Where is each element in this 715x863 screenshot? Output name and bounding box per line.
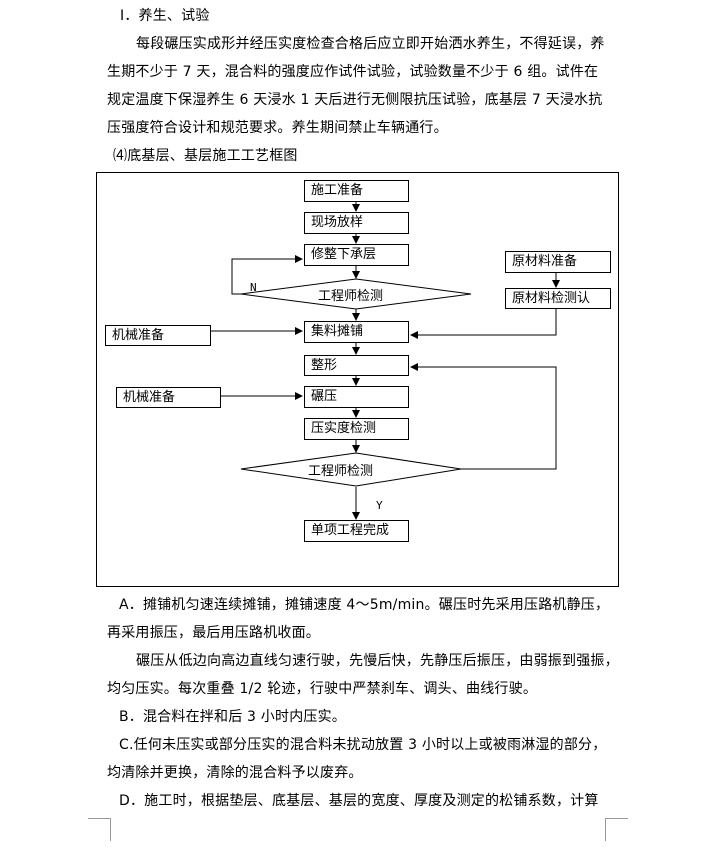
flow-node-rolling: 碾压 bbox=[304, 386, 409, 408]
paragraph-line: 压强度符合设计和规范要求。养生期间禁止车辆通行。 bbox=[107, 120, 448, 136]
paragraph-line: C.任何未压实或部分压实的混合料未扰动放置 3 小时以上或被雨淋湿的部分， bbox=[119, 737, 607, 753]
decision-diamond-1 bbox=[240, 278, 472, 310]
flowchart-frame bbox=[96, 172, 619, 587]
paragraph-line: 规定温度下保湿养生 6 天浸水 1 天后进行无侧限抗压试验，底基层 7 天浸水抗 bbox=[107, 92, 603, 108]
paragraph-line: B．混合料在拌和后 3 小时内压实。 bbox=[119, 709, 347, 725]
section-heading-curing: I．养生、试验 bbox=[120, 8, 210, 24]
flow-node-machinery-prep-1: 机械准备 bbox=[105, 325, 211, 346]
flow-node-item-complete: 单项工程完成 bbox=[304, 520, 409, 542]
page-corner-mark-right bbox=[605, 818, 628, 841]
flow-node-trim-sublayer: 修整下承层 bbox=[304, 244, 409, 266]
flow-label-no: N bbox=[250, 281, 257, 294]
paragraph-line: 均清除并更换，清除的混合料予以废弃。 bbox=[107, 765, 363, 781]
flow-node-site-layout: 现场放样 bbox=[304, 212, 409, 234]
paragraph-line: 生期不少于 7 天，混合料的强度应作试件试验，试验数量不少于 6 组。试件在 bbox=[107, 64, 599, 80]
paragraph-line: A．摊铺机匀速连续摊铺，摊铺速度 4～5m/min。碾压时先采用压路机静压， bbox=[119, 597, 610, 613]
paragraph-line: 每段碾压实成形并经压实度检查合格后应立即开始洒水养生，不得延误，养 bbox=[136, 36, 605, 52]
flow-node-shaping: 整形 bbox=[304, 355, 409, 376]
paragraph-line: 均匀压实。每次重叠 1/2 轮迹，行驶中严禁刹车、调头、曲线行驶。 bbox=[107, 681, 538, 697]
flow-label-yes: Y bbox=[376, 499, 383, 512]
flow-node-aggregate-spreading: 集料摊铺 bbox=[304, 321, 409, 343]
paragraph-line: D．施工时，根据垫层、底基层、基层的宽度、厚度及测定的松铺系数，计算 bbox=[119, 793, 599, 809]
flow-node-construction-prep: 施工准备 bbox=[304, 180, 409, 202]
flow-node-raw-material-prep: 原材料准备 bbox=[505, 251, 611, 273]
page-corner-mark-left bbox=[88, 818, 111, 841]
flow-node-machinery-prep-2: 机械准备 bbox=[116, 387, 221, 408]
paragraph-line: 碾压从低边向高边直线匀速行驶，先慢后快，先静压后振压，由弱振到强振， bbox=[136, 653, 619, 669]
flow-decision-engineer-check-1: 工程师检测 bbox=[318, 289, 384, 304]
flow-decision-engineer-check-2: 工程师检测 bbox=[308, 464, 374, 479]
flow-node-raw-material-test: 原材料检测认 bbox=[505, 288, 611, 309]
section-heading-flowchart: ⑷底基层、基层施工工艺框图 bbox=[113, 148, 298, 164]
decision-diamond-2 bbox=[240, 452, 462, 487]
paragraph-line: 再采用振压，最后用压路机收面。 bbox=[107, 625, 320, 641]
flow-node-compaction-test: 压实度检测 bbox=[304, 418, 409, 440]
